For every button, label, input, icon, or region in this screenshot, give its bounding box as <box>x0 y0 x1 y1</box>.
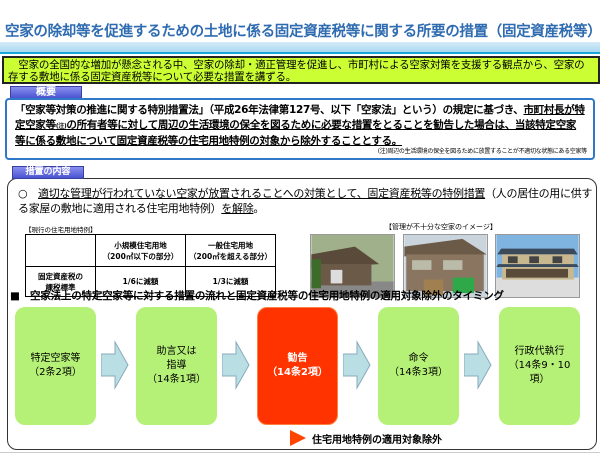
table-header: 小規模住宅用地 （200㎡以下の部分） <box>95 234 186 267</box>
table-header <box>25 234 96 267</box>
flow-step-label: 勧告 （14条2項） <box>267 353 328 378</box>
summary-text-b: 市町村長が特定空家等 <box>15 104 585 131</box>
flow-step-advice: 助言又は 指導 （14条1項） <box>136 307 217 425</box>
photo-caption: 【管理が不十分な空家のイメージ】 <box>385 223 497 231</box>
flow-heading: ■ 空家法上の特定空家等に対する措置の流れと固定資産税等の住宅用地特例の適用対象… <box>10 290 504 302</box>
flow-step-order: 命令 （14条3項） <box>378 307 459 425</box>
summary-box: 「空家等対策の推進に関する特別措置法」（平成26年法律第127号、以下「空家法」… <box>5 98 595 160</box>
legend: 住宅用地特例の適用対象除外 <box>290 430 442 446</box>
page-title: 空家の除却等を促進するための土地に係る固定資産税等に関する所要の措置（固定資産税… <box>5 24 600 40</box>
measures-bullet: ○ 適切な管理が行われていない空家が放置されることへの対策として、固定資産税等の… <box>18 186 593 216</box>
table-header-row: 小規模住宅用地 （200㎡以下の部分） 一般住宅用地 （200㎡を超える部分） <box>25 234 276 267</box>
title-band <box>0 42 600 54</box>
current-special-label: 【現行の住宅用地特例】 <box>25 226 97 234</box>
arrow-right-icon <box>101 340 129 390</box>
flow-step-recommendation: 勧告 （14条2項） <box>257 307 338 425</box>
table-cell: 1/6に減額 <box>95 266 186 297</box>
table-header: 一般住宅用地 （200㎡を超える部分） <box>185 234 276 267</box>
flow-step-label: 助言又は 指導 （14条1項） <box>146 346 207 385</box>
summary-text-c: の所有者等に対して周辺の生活環境の保全を図るために必要な措置をとることを勧告した… <box>15 119 577 147</box>
table-cell: 1/3に減額 <box>185 266 276 297</box>
vacant-house-photo-3 <box>495 234 580 298</box>
intro-box: 空家の全国的な増加が懸念される中、空家の除却・適正管理を促進し、市町村による空家… <box>2 56 600 84</box>
summary-text-a: 「空家等対策の推進に関する特別措置法」（平成26年法律第127号、以下「空家法」… <box>15 104 524 116</box>
flow-step-label: 命令 （14条3項） <box>388 353 449 378</box>
orange-triangle-icon <box>290 430 306 446</box>
summary-note: (注)周辺の生活環境の保全を図るために放置することが不適切な状態にある空家等 <box>377 148 588 155</box>
measures-tab: 措置の内容 <box>12 166 84 179</box>
bullet-end: 。 <box>253 202 265 215</box>
special-table: 小規模住宅用地 （200㎡以下の部分） 一般住宅用地 （200㎡を超える部分） … <box>25 234 276 297</box>
legend-label: 住宅用地特例の適用対象除外 <box>312 434 442 446</box>
arrow-right-icon <box>222 340 250 390</box>
vacant-house-photo-2 <box>403 234 488 298</box>
bullet-u1: 適切な管理が行われていない空家が放置されることへの対策として、固定資産税等の特例… <box>38 187 486 200</box>
flow-step-label: 特定空家等 （2条2項） <box>29 353 82 378</box>
arrow-right-icon <box>343 340 371 390</box>
bullet-mark: ○ <box>18 187 28 200</box>
table-row: 固定資産税の 課税標準 1/6に減額 1/3に減額 <box>25 266 276 297</box>
flow-step-label: 行政代執行 （14条9・10 項） <box>508 346 571 385</box>
arrow-right-icon <box>464 340 492 390</box>
flow-step-execution: 行政代執行 （14条9・10 項） <box>499 307 580 425</box>
summary-note-mark: (注) <box>55 123 67 130</box>
vacant-house-photo-1 <box>310 234 395 298</box>
bullet-u2: を解除 <box>221 202 254 215</box>
bullet-b: （人の居住の用に供する家屋の敷地に適用される住宅用地特例） <box>18 187 593 215</box>
flow-step-specific-vacant-house: 特定空家等 （2条2項） <box>15 307 96 425</box>
